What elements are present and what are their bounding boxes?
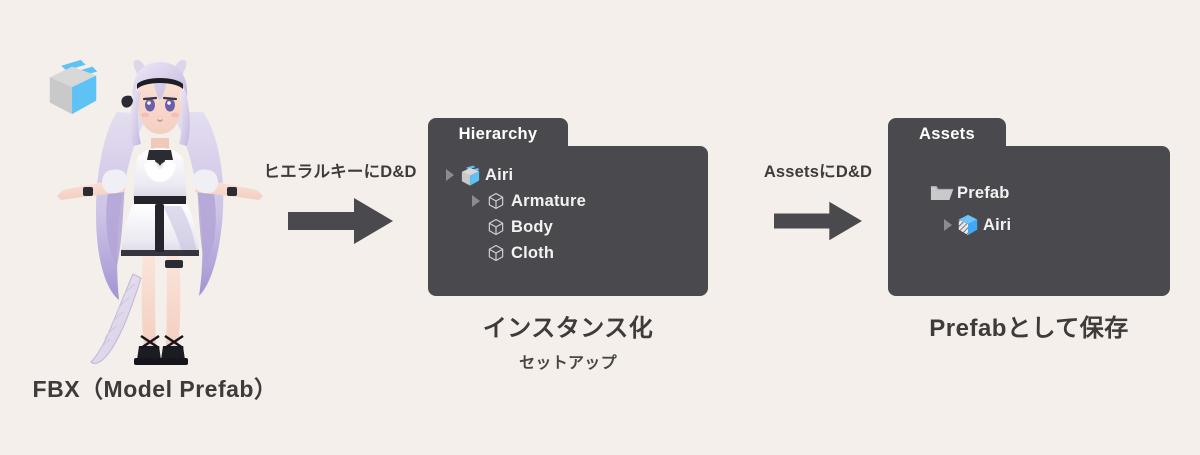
fbx-caption: FBX（Model Prefab） [32, 376, 278, 402]
prefab-asset-cube-icon [956, 213, 980, 237]
tree-label-prefab: Prefab [957, 183, 1010, 202]
tree-label-airi-asset: Airi [983, 215, 1012, 234]
tree-label-armature: Armature [511, 191, 586, 210]
gameobject-cube-icon [484, 189, 508, 213]
chevron-right-icon[interactable] [468, 188, 484, 214]
right-arrow-icon [287, 198, 393, 244]
tree-label-airi: Airi [485, 165, 514, 184]
tree-item-prefab-folder[interactable]: Prefab [888, 180, 1170, 206]
prefab-box-icon [458, 163, 482, 187]
arrow-label-assets: AssetsにD&D [763, 163, 873, 181]
airi-3d-model [45, 60, 275, 380]
arrow-label-hierarchy: ヒエラルキーにD&D [263, 163, 417, 181]
hierarchy-caption-sub: セットアップ [519, 355, 617, 372]
tree-item-body[interactable]: Body [428, 214, 708, 240]
fbx-source-block: FBX（Model Prefab） [0, 40, 310, 410]
assets-caption: Prefabとして保存 [888, 308, 1170, 343]
tree-label-cloth: Cloth [511, 243, 555, 262]
tree-item-cloth[interactable]: Cloth [428, 240, 708, 266]
tree-item-airi[interactable]: Airi [428, 162, 708, 188]
assets-panel: Assets Prefab [888, 118, 1170, 296]
assets-tab-label: Assets [919, 124, 975, 143]
arrow-group-to-assets: AssetsにD&D [723, 158, 913, 244]
hierarchy-panel: Hierarchy Airi [428, 118, 708, 296]
folder-open-icon [930, 181, 954, 205]
chevron-right-icon[interactable] [940, 212, 956, 238]
hierarchy-caption-main: インスタンス化 [482, 315, 654, 342]
chevron-right-icon[interactable] [442, 162, 458, 188]
prefab-box-icon [42, 56, 104, 118]
assets-panel-body: Prefab [888, 146, 1170, 296]
gameobject-cube-icon [484, 241, 508, 265]
assets-tab[interactable]: Assets [888, 118, 1006, 150]
assets-caption-main: Prefabとして保存 [929, 315, 1129, 342]
tree-label-body: Body [511, 217, 554, 236]
gameobject-cube-icon [484, 215, 508, 239]
hierarchy-tab[interactable]: Hierarchy [428, 118, 568, 150]
tree-item-airi-asset[interactable]: Airi [888, 212, 1170, 238]
hierarchy-tree: Airi Armature [428, 162, 708, 266]
hierarchy-caption: インスタンス化 セットアップ [428, 308, 708, 373]
hierarchy-panel-body: Airi Armature [428, 146, 708, 296]
arrow-group-to-hierarchy: ヒエラルキーにD&D [245, 158, 435, 244]
right-arrow-icon [774, 201, 862, 241]
tree-item-armature[interactable]: Armature [428, 188, 708, 214]
hierarchy-tab-label: Hierarchy [458, 124, 538, 143]
assets-tree: Prefab [888, 180, 1170, 238]
